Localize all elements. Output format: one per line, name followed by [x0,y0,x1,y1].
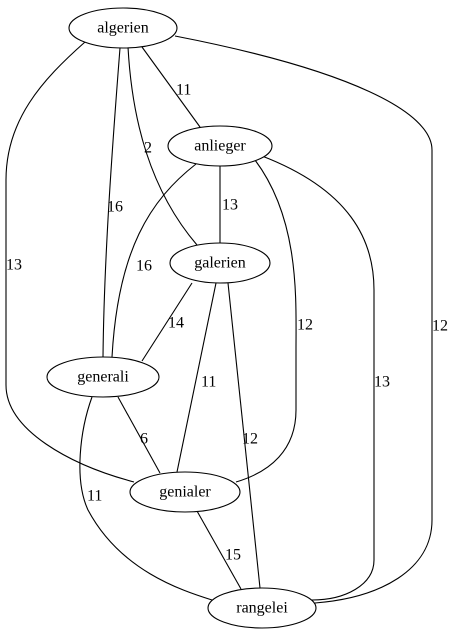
node-galerien: galerien [169,242,271,284]
edge-weight-label: 14 [168,315,184,332]
node-ellipse [207,587,317,629]
edge-line [102,47,121,358]
edge-line [227,282,261,589]
node-rangelei: rangelei [207,587,317,629]
edge-weight-label: 13 [6,257,22,274]
node-label: generali [77,369,129,386]
edge-algerien-generali: 16 [102,47,123,358]
edge-weight-label: 13 [374,374,390,391]
node-label: algerien [97,20,149,37]
node-ellipse [167,125,273,167]
edge-line [5,41,135,483]
edge-galerien-genialer: 11 [176,282,217,473]
edge-line [176,282,217,473]
edge-weight-label: 2 [144,140,152,157]
edge-galerien-rangelei: 12 [227,282,261,589]
edge-algerien-galerien: 2 [127,46,198,246]
node-anlieger: anlieger [167,125,273,167]
edge-line [141,46,201,128]
edge-anlieger-genialer: 12 [235,159,313,483]
edge-galerien-generali: 14 [141,282,193,362]
edge-line [111,163,197,358]
edge-anlieger-rangelei: 13 [261,155,390,601]
edge-genialer-rangelei: 15 [196,510,242,590]
edge-line [117,396,161,474]
edge-weight-label: 16 [107,199,123,216]
node-label: galerien [194,255,246,272]
edge-algerien-rangelei: 12 [174,35,448,604]
edge-line [141,282,193,362]
node-ellipse [129,471,241,513]
edge-algerien-genialer: 13 [5,41,135,483]
edge-weight-label: 11 [176,82,191,99]
edge-line [79,396,213,601]
node-algerien: algerien [68,7,178,49]
edge-line [235,159,297,483]
edge-weight-label: 12 [432,318,448,335]
node-ellipse [68,7,178,49]
node-generali: generali [46,356,160,398]
node-label: rangelei [236,600,288,617]
edge-generali-genialer: 6 [117,396,161,474]
edge-anlieger-galerien: 13 [219,166,238,243]
edge-line [261,155,375,601]
edge-weight-label: 11 [201,374,216,391]
node-genialer: genialer [129,471,241,513]
edge-weight-label: 16 [136,258,152,275]
node-ellipse [46,356,160,398]
edge-weight-label: 15 [225,547,241,564]
edge-line [196,510,242,590]
edge-weight-label: 11 [87,488,102,505]
edge-weight-label: 13 [222,197,238,214]
node-label: anlieger [194,138,246,155]
nodes-layer: algerien anlieger galerien generali genialer… [46,7,317,629]
node-label: genialer [159,484,211,501]
edge-anlieger-generali: 16 [111,163,197,358]
edge-weight-label: 6 [140,431,148,448]
edge-line [127,46,198,246]
edge-generali-rangelei: 11 [79,396,213,601]
edge-weight-label: 12 [242,431,258,448]
edge-weight-label: 12 [297,317,313,334]
edges-layer: 11 2 16 13 12 13 16 12 13 14 11 12 6 11 15 [5,35,448,604]
edge-algerien-anlieger: 11 [141,46,201,128]
node-ellipse [169,242,271,284]
edge-line [174,35,433,604]
